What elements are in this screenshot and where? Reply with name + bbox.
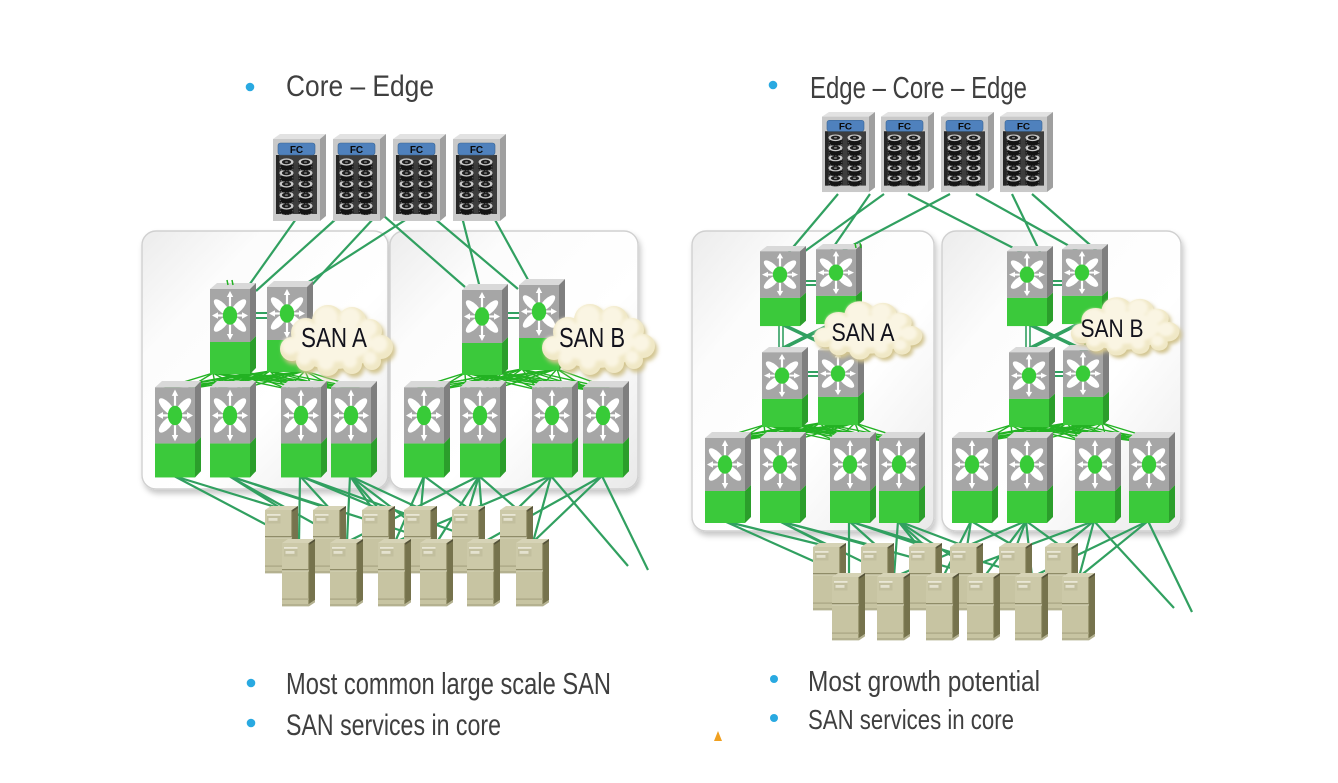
svg-text:SAN services in core: SAN services in core — [286, 709, 501, 742]
svg-text:SAN B: SAN B — [1081, 315, 1144, 343]
svg-text:SAN A: SAN A — [832, 319, 895, 347]
svg-text:SAN services in core: SAN services in core — [808, 704, 1014, 735]
svg-text:Most common large scale SAN: Most common large scale SAN — [286, 666, 611, 701]
svg-text:SAN A: SAN A — [301, 322, 367, 353]
svg-text:SAN B: SAN B — [559, 322, 625, 353]
svg-text:Most growth potential: Most growth potential — [808, 666, 1040, 698]
svg-text:Edge – Core – Edge: Edge – Core – Edge — [810, 70, 1027, 105]
svg-text:Core – Edge: Core – Edge — [286, 70, 434, 103]
